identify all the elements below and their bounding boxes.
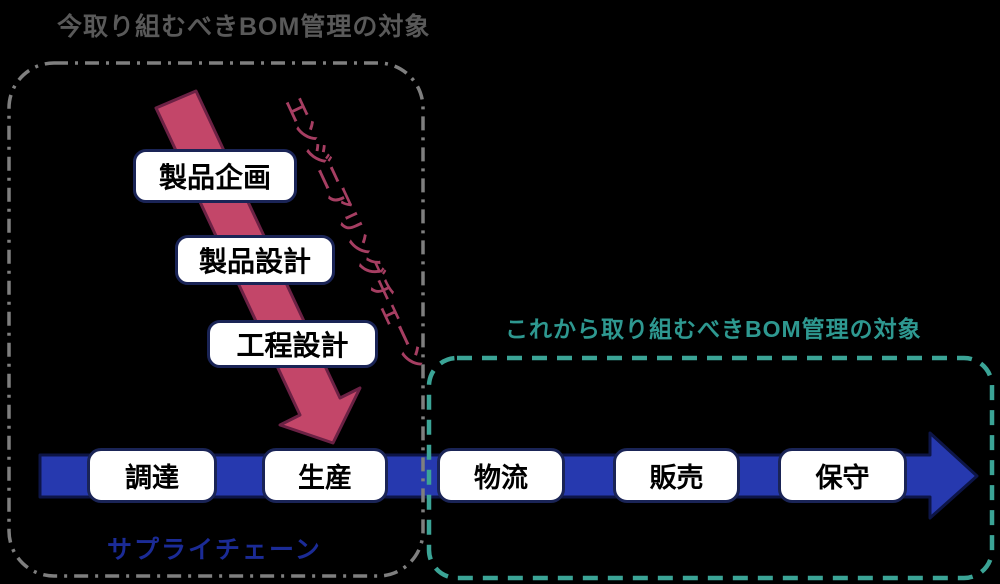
stage-label: 生産: [298, 463, 352, 493]
stage-product-planning: 製品企画: [133, 149, 297, 203]
stage-label: 製品企画: [158, 162, 271, 193]
stage-production: 生産: [262, 448, 388, 503]
stage-maintenance: 保守: [778, 448, 907, 503]
supply-chain-label: サプライチェーン: [107, 536, 322, 564]
stage-sales: 販売: [613, 448, 740, 503]
future-scope-outline: [426, 355, 995, 581]
stage-logistics: 物流: [437, 448, 565, 503]
stage-label: 調達: [125, 463, 179, 493]
stage-label: 販売: [649, 463, 704, 493]
stage-product-design: 製品設計: [175, 235, 335, 285]
future-scope-title: これから取り組むべきBOM管理の対象: [505, 316, 922, 342]
stage-procurement: 調達: [87, 448, 217, 503]
current-scope-outline: [7, 61, 425, 578]
stage-process-design: 工程設計: [207, 320, 378, 368]
stage-label: 製品設計: [198, 246, 311, 277]
current-scope-title: 今取り組むべきBOM管理の対象: [57, 13, 431, 41]
stage-label: 物流: [474, 463, 528, 493]
stage-label: 工程設計: [236, 330, 349, 361]
stage-label: 保守: [815, 463, 870, 493]
